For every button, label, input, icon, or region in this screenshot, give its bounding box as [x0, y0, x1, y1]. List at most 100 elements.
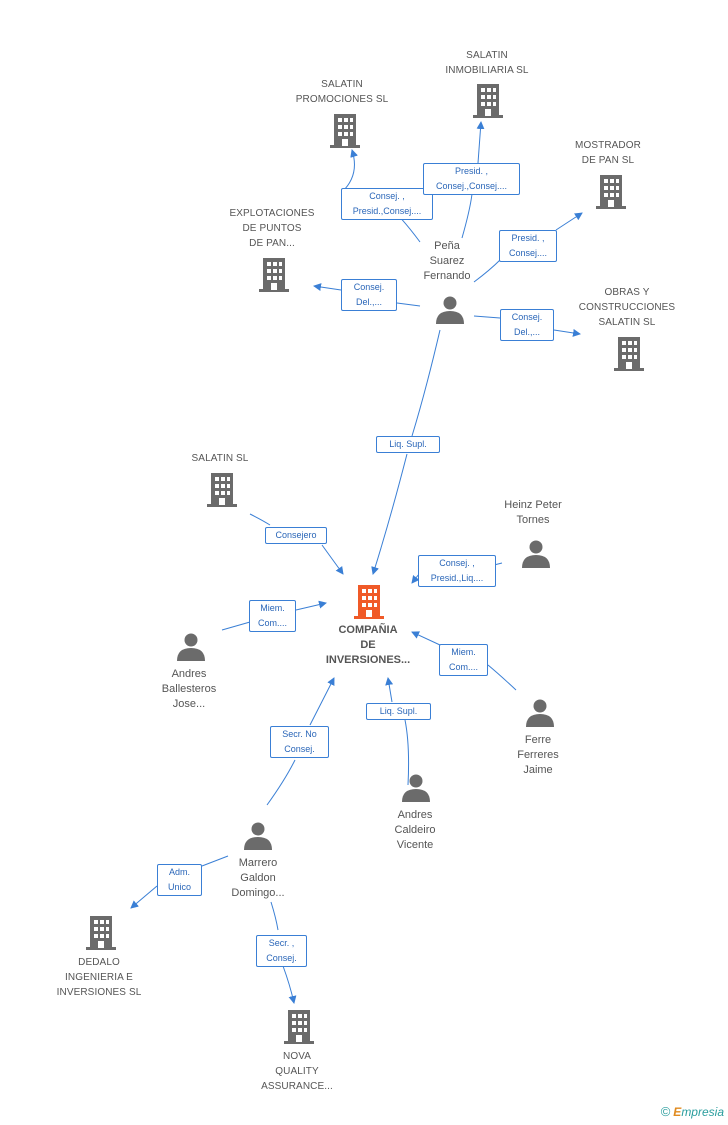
label-line: Caldeiro — [394, 824, 436, 836]
edge-label-andresc-center[interactable]: Liq. Supl. — [366, 703, 431, 720]
node-label-andres-b[interactable]: Andres Ballesteros Jose... — [162, 667, 216, 712]
edge-label-line: Liq. Supl. — [389, 439, 427, 449]
person-icon[interactable] — [176, 633, 206, 661]
edge-line-pena-center — [373, 329, 441, 574]
label-line: COMPAÑIA — [338, 624, 398, 636]
edge-label-marrero-nova[interactable]: Secr. , Consej. — [256, 935, 307, 967]
edge-label-line: Consej. — [353, 282, 385, 292]
label-line: Galdon — [240, 872, 276, 884]
label-line: INMOBILIARIA SL — [445, 65, 529, 76]
label-line: NOVA — [283, 1051, 311, 1062]
building-icon[interactable] — [259, 258, 289, 292]
brand-footer[interactable]: ©Empresia — [661, 1104, 724, 1119]
person-icon[interactable] — [525, 699, 555, 727]
edge-label-ferre-center[interactable]: Miem. Com.... — [439, 644, 488, 676]
edge-label-pena-inmobiliaria[interactable]: Presid. , Consej.,Consej.... — [423, 163, 520, 195]
label-line: SALATIN — [466, 50, 508, 61]
edge-label-line: Consej.... — [508, 248, 548, 258]
edge-label-line: Consej. — [511, 312, 543, 322]
label-line: Ballesteros — [161, 683, 217, 695]
node-label-salatin-inmobiliaria[interactable]: SALATIN INMOBILIARIA SL — [445, 48, 528, 78]
edge-label-line: Consej. , — [369, 191, 405, 201]
label-line: Jose... — [172, 698, 206, 710]
person-icon[interactable] — [435, 296, 465, 324]
person-icon[interactable] — [521, 540, 551, 568]
person-icon[interactable] — [243, 822, 273, 850]
edge-label-line: Miem. — [260, 603, 285, 613]
label-line: QUALITY — [275, 1066, 319, 1077]
building-icon[interactable] — [596, 175, 626, 209]
edge-label-line: Consej.,Consej.... — [435, 181, 508, 191]
node-label-salatin-promociones[interactable]: SALATIN PROMOCIONES SL — [296, 77, 389, 107]
label-line: Ferre — [524, 734, 552, 746]
building-icon[interactable] — [473, 84, 503, 118]
node-label-mostrador-pan[interactable]: MOSTRADOR DE PAN SL — [575, 138, 641, 168]
label-line: SALATIN — [321, 79, 363, 90]
edge-line-salatin-center — [249, 513, 343, 574]
node-label-pena[interactable]: Peña Suarez Fernando — [423, 239, 470, 284]
label-line: DEDALO — [78, 957, 120, 968]
node-label-marrero[interactable]: Marrero Galdon Domingo... — [231, 856, 284, 901]
node-label-heinz[interactable]: Heinz Peter Tornes — [504, 498, 561, 528]
building-icon[interactable] — [330, 114, 360, 148]
label-line: Jaime — [523, 764, 553, 776]
edge-label-pena-explotaciones[interactable]: Consej. Del.,... — [341, 279, 397, 311]
node-label-main-company[interactable]: COMPAÑIA DE INVERSIONES... — [326, 623, 410, 668]
edge-label-pena-obras[interactable]: Consej. Del.,... — [500, 309, 554, 341]
edge-line-marrero-dedalo — [131, 855, 229, 908]
node-label-salatin-sl[interactable]: SALATIN SL — [192, 451, 249, 466]
edge-label-line: Del.,... — [355, 297, 382, 307]
edge-label-line: Presid. , — [511, 233, 545, 243]
node-label-andres-c[interactable]: Andres Caldeiro Vicente — [395, 808, 436, 853]
label-line: INVERSIONES SL — [56, 987, 142, 998]
edge-label-pena-mostrador[interactable]: Presid. , Consej.... — [499, 230, 557, 262]
edge-label-line: Consejero — [275, 530, 317, 540]
edge-label-heinz-center[interactable]: Consej. , Presid.,Liq.... — [418, 555, 496, 587]
edge-label-line: Del.,... — [513, 327, 540, 337]
node-label-dedalo[interactable]: DEDALO INGENIERIA E INVERSIONES SL — [57, 955, 142, 1000]
edge-line-andresb-center — [221, 603, 326, 631]
node-label-nova[interactable]: NOVA QUALITY ASSURANCE... — [261, 1049, 333, 1094]
label-line: Ferreres — [517, 749, 559, 761]
node-label-obras[interactable]: OBRAS Y CONSTRUCCIONES SALATIN SL — [579, 285, 675, 330]
label-line: OBRAS Y — [604, 287, 650, 298]
edge-line-marrero-nova — [270, 901, 294, 1003]
label-line: Marrero — [238, 857, 278, 869]
person-icon[interactable] — [401, 774, 431, 802]
edge-label-pena-promociones[interactable]: Consej. , Presid.,Consej.... — [341, 188, 433, 220]
edge-label-marrero-center[interactable]: Secr. No Consej. — [270, 726, 329, 758]
node-label-ferre[interactable]: Ferre Ferreres Jaime — [517, 733, 559, 778]
edge-label-pena-center[interactable]: Liq. Supl. — [376, 436, 440, 453]
edge-label-line: Secr. , — [268, 938, 295, 948]
edge-label-line: Adm. — [168, 867, 190, 877]
label-line: SALATIN SL — [598, 317, 656, 328]
edge-label-line: Com.... — [257, 618, 287, 628]
label-line: Tornes — [516, 514, 550, 526]
brand-name: mpresia — [681, 1105, 724, 1119]
label-line: DE PAN... — [249, 238, 295, 249]
edge-line-pena-explotaciones — [314, 286, 421, 307]
label-line: Andres — [397, 809, 433, 821]
edge-label-line: Com.... — [448, 662, 478, 672]
edge-label-line: Presid.,Liq.... — [430, 573, 484, 583]
building-icon[interactable] — [86, 916, 116, 950]
label-line: Andres — [171, 668, 207, 680]
edge-label-salatin-center[interactable]: Consejero — [265, 527, 327, 544]
building-icon[interactable] — [284, 1010, 314, 1044]
building-icon[interactable] — [614, 337, 644, 371]
main-company-building-icon[interactable] — [354, 585, 384, 619]
label-line: Suarez — [429, 255, 465, 267]
node-label-explotaciones[interactable]: EXPLOTACIONES DE PUNTOS DE PAN... — [229, 206, 314, 251]
label-line: PROMOCIONES SL — [295, 94, 389, 105]
edge-label-line: Unico — [167, 882, 191, 892]
building-icon[interactable] — [207, 473, 237, 507]
edge-label-andresb-center[interactable]: Miem. Com.... — [249, 600, 296, 632]
label-line: Vicente — [396, 839, 434, 851]
label-line: INVERSIONES... — [325, 654, 411, 666]
edge-label-marrero-dedalo[interactable]: Adm. Unico — [157, 864, 202, 896]
label-line: ASSURANCE... — [261, 1081, 333, 1092]
label-line: INGENIERIA E — [65, 972, 133, 983]
edge-label-line: Secr. No — [282, 729, 317, 739]
label-line: DE PUNTOS — [242, 223, 302, 234]
